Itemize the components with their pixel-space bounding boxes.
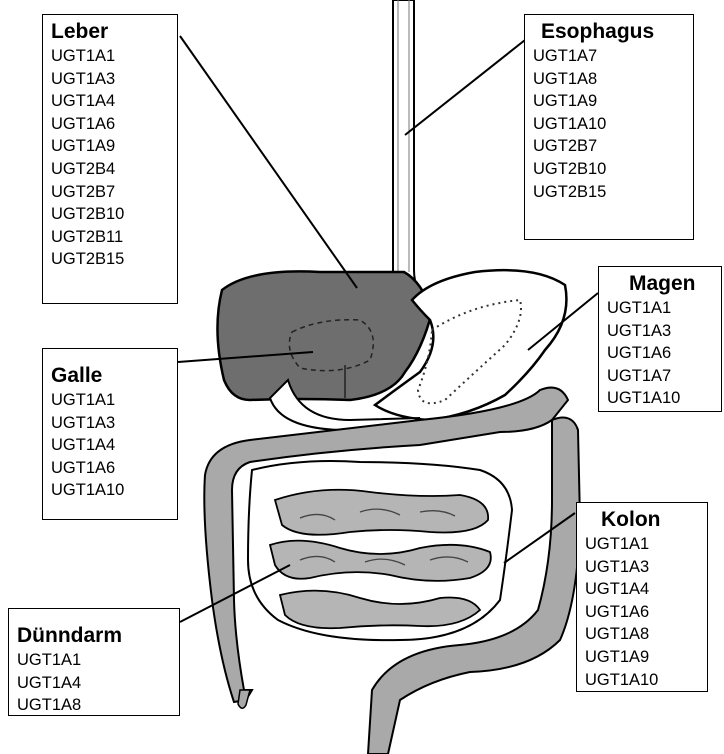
gene-item: UGT1A3 [51,68,169,91]
gene-item: UGT1A9 [533,90,685,113]
gene-item: UGT1A4 [585,578,699,601]
label-title-duenndarm: Dünndarm [17,623,171,649]
label-box-esophagus: Esophagus UGT1A7 UGT1A8 UGT1A9 UGT1A10 U… [524,14,694,240]
gene-list-kolon: UGT1A1 UGT1A3 UGT1A4 UGT1A6 UGT1A8 UGT1A… [585,533,699,691]
gene-item: UGT1A8 [585,623,699,646]
gene-item: UGT1A6 [51,457,169,480]
gene-item: UGT1A10 [51,479,169,502]
gene-item: UGT1A1 [607,297,713,320]
gene-item: UGT1A10 [533,113,685,136]
label-box-kolon: Kolon UGT1A1 UGT1A3 UGT1A4 UGT1A6 UGT1A8… [576,502,708,692]
gene-item: UGT1A8 [17,694,171,717]
gene-item: UGT1A10 [585,669,699,692]
gene-item: UGT1A1 [585,533,699,556]
small-intestine-coils [248,461,512,640]
liver-shape [217,271,432,400]
gene-item: UGT2B15 [533,181,685,204]
label-title-kolon: Kolon [601,507,699,533]
gene-item: UGT1A4 [51,434,169,457]
gene-item: UGT2B10 [533,158,685,181]
gene-list-magen: UGT1A1 UGT1A3 UGT1A6 UGT1A7 UGT1A10 [607,297,713,410]
gene-item: UGT2B11 [51,226,169,249]
gene-item: UGT1A9 [51,135,169,158]
gene-item: UGT1A6 [51,113,169,136]
gene-item: UGT1A1 [17,649,171,672]
gene-list-galle: UGT1A1 UGT1A3 UGT1A4 UGT1A6 UGT1A10 [51,389,169,502]
gene-item: UGT1A3 [607,320,713,343]
gene-item: UGT1A8 [533,68,685,91]
gene-item: UGT1A10 [607,387,713,410]
label-box-galle: Galle UGT1A1 UGT1A3 UGT1A4 UGT1A6 UGT1A1… [42,348,178,520]
label-title-leber: Leber [51,19,169,45]
gene-item: UGT2B10 [51,203,169,226]
label-box-duenndarm: Dünndarm UGT1A1 UGT1A4 UGT1A8 [8,608,180,716]
gene-item: UGT1A3 [585,556,699,579]
label-box-leber: Leber UGT1A1 UGT1A3 UGT1A4 UGT1A6 UGT1A9… [42,14,178,304]
gene-list-esophagus: UGT1A7 UGT1A8 UGT1A9 UGT1A10 UGT2B7 UGT2… [533,45,685,203]
label-box-magen: Magen UGT1A1 UGT1A3 UGT1A6 UGT1A7 UGT1A1… [598,266,722,412]
gene-item: UGT1A1 [51,45,169,68]
gene-item: UGT1A3 [51,412,169,435]
label-title-galle: Galle [51,363,169,389]
gene-item: UGT1A4 [51,90,169,113]
gene-item: UGT1A7 [607,365,713,388]
gene-item: UGT1A6 [607,342,713,365]
gene-item: UGT2B7 [51,181,169,204]
label-title-esophagus: Esophagus [541,19,685,45]
gene-item: UGT1A6 [585,601,699,624]
gene-item: UGT1A9 [585,646,699,669]
gene-list-duenndarm: UGT1A1 UGT1A4 UGT1A8 [17,649,171,717]
gene-list-leber: UGT1A1 UGT1A3 UGT1A4 UGT1A6 UGT1A9 UGT2B… [51,45,169,271]
gene-item: UGT1A7 [533,45,685,68]
gene-item: UGT2B4 [51,158,169,181]
gene-item: UGT1A1 [51,389,169,412]
gene-item: UGT2B7 [533,135,685,158]
leader-esophagus [405,40,525,135]
gene-item: UGT1A4 [17,672,171,695]
appendix-shape [238,690,250,708]
leader-leber [180,36,357,288]
label-title-magen: Magen [629,271,713,297]
gene-item: UGT2B15 [51,248,169,271]
